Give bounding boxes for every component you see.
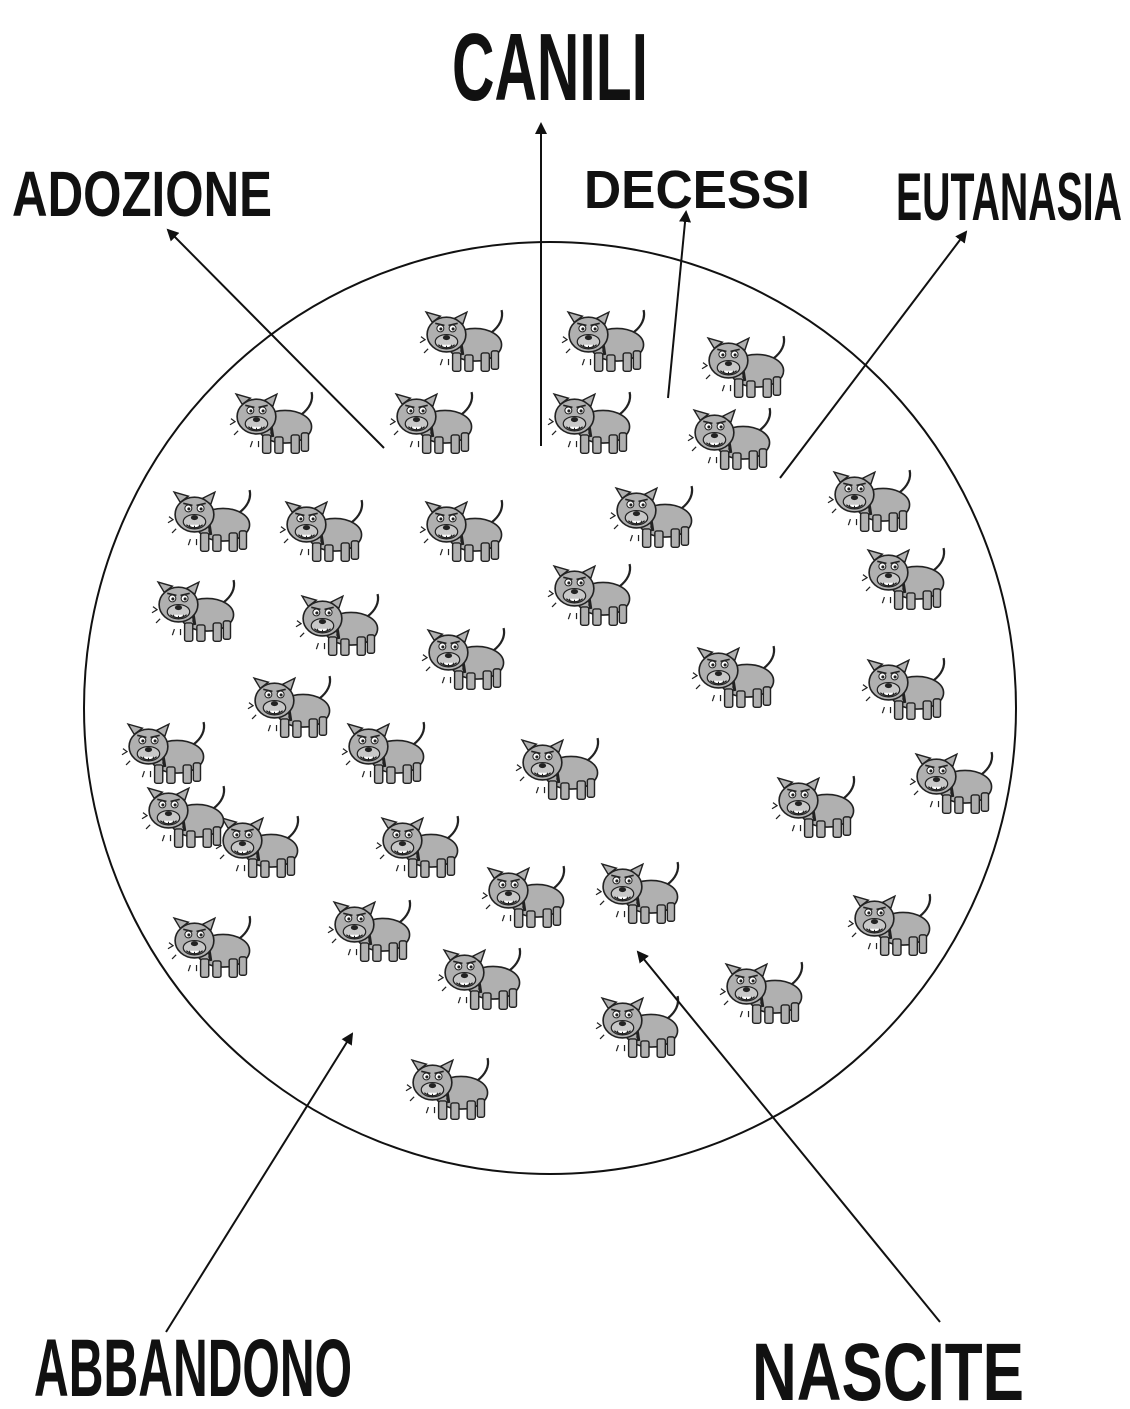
- bulldog-icon: [422, 628, 504, 689]
- bulldog-icon: [342, 722, 424, 783]
- bulldog-icon: [848, 894, 930, 955]
- bulldog-icon: [122, 722, 204, 783]
- bulldog-icon: [596, 862, 678, 923]
- bulldog-icon: [482, 866, 564, 927]
- bulldog-icon: [828, 470, 910, 531]
- bulldog-icon: [376, 816, 458, 877]
- bulldog-icon: [142, 786, 224, 847]
- bulldog-icon: [772, 776, 854, 837]
- bulldog-icon: [910, 752, 992, 813]
- bulldog-icon: [702, 336, 784, 397]
- bulldog-icon: [610, 486, 692, 547]
- label-decessi: DECESSI: [584, 160, 810, 220]
- bulldog-icon: [168, 490, 250, 551]
- arrow-from-abbandono: [166, 1034, 352, 1332]
- bulldog-icon: [438, 948, 520, 1009]
- bulldog-icon: [548, 564, 630, 625]
- label-eutanasia: EUTANASIA: [896, 159, 1122, 235]
- bulldog-icon: [420, 310, 502, 371]
- bulldog-icon: [562, 310, 644, 371]
- bulldog-icon: [280, 500, 362, 561]
- title-canili: CANILI: [452, 14, 648, 121]
- bulldog-icon: [688, 408, 770, 469]
- bulldog-icon: [216, 816, 298, 877]
- arrow-to-eutanasia: [780, 232, 966, 478]
- bulldog-icon: [296, 594, 378, 655]
- bulldog-icon: [328, 900, 410, 961]
- bulldog-icon: [548, 392, 630, 453]
- bulldog-icon: [168, 916, 250, 977]
- bulldog-icon: [596, 996, 678, 1057]
- bulldog-icon: [862, 548, 944, 609]
- bulldog-icon: [420, 500, 502, 561]
- bulldog-icon: [516, 738, 598, 799]
- bulldog-icon: [230, 392, 312, 453]
- bulldog-icon: [152, 580, 234, 641]
- kennel-circle: [84, 242, 1016, 1174]
- label-abbandono: ABBANDONO: [34, 1323, 352, 1409]
- bulldog-icon: [248, 676, 330, 737]
- dogs-group: [122, 310, 992, 1119]
- bulldog-icon: [720, 962, 802, 1023]
- label-nascite: NASCITE: [752, 1327, 1024, 1409]
- arrow-to-decessi: [668, 212, 686, 398]
- bulldog-icon: [862, 658, 944, 719]
- bulldog-icon: [406, 1058, 488, 1119]
- label-adozione: ADOZIONE: [12, 158, 272, 230]
- bulldog-icon: [692, 646, 774, 707]
- bulldog-icon: [390, 392, 472, 453]
